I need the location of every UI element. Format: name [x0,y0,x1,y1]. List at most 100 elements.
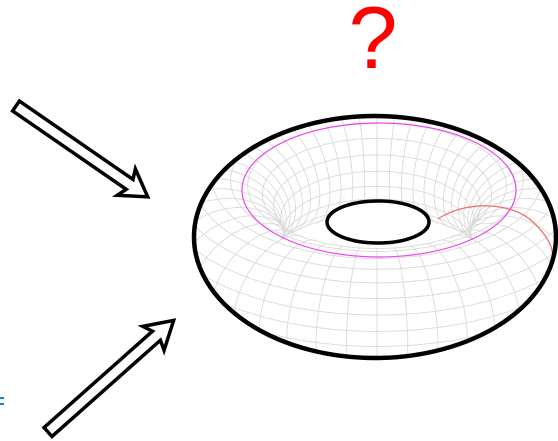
mesh-line-2240 [478,185,483,190]
mesh-line-3440 [231,168,234,172]
mesh-line-470 [462,362,463,364]
mesh-line-1321 [260,163,265,168]
mesh-line-1424 [300,189,302,194]
mesh-line-2179 [512,150,517,154]
mesh-line-3997 [281,208,283,211]
mesh-line-4542 [530,328,537,332]
mesh-line-804 [268,359,270,360]
mesh-line-4015 [306,184,310,187]
mesh-line-760 [289,357,291,358]
mesh-line-488 [434,307,436,312]
mesh-line-4540 [541,322,548,327]
mesh-line-3026 [251,244,257,248]
mesh-line-2683 [307,292,315,295]
mesh-line-3829 [430,144,435,147]
mesh-line-2542 [456,306,464,309]
mesh-line-2576 [222,284,229,289]
mesh-line-2117 [550,136,554,139]
mesh-line-1235 [269,192,273,196]
mesh-line-1048 [166,298,168,301]
mesh-line-3647 [271,147,275,150]
mesh-line-902 [218,338,222,341]
mesh-line-1136 [248,193,253,196]
mesh-line-2921 [460,97,466,98]
mesh-line-2939 [546,133,551,138]
mesh-line-2844 [200,231,204,235]
mesh-line-4512 [202,328,208,332]
mesh-line-3975 [477,193,479,196]
mesh-line-3824 [413,140,418,143]
mesh-line-3638 [254,163,257,166]
mesh-line-2538 [483,299,491,303]
mesh-line-3797 [316,145,320,148]
mesh-line-2481 [168,268,172,271]
mesh-line-4395 [462,232,466,235]
mesh-line-418 [481,361,483,362]
mesh-line-3692 [441,130,446,133]
mesh-line-3456 [260,134,265,138]
mesh-line-3065 [209,140,214,144]
mesh-line-1272 [243,164,249,168]
mesh-line-2983 [488,248,494,252]
mesh-line-4006 [290,195,293,198]
mesh-line-1698 [360,126,362,131]
mesh-line-3547 [488,214,492,218]
mesh-line-3914 [313,163,317,166]
mesh-line-3870 [475,217,478,221]
mesh-line-974 [196,236,201,241]
mesh-line-957 [191,309,192,312]
mesh-line-3952 [434,162,438,165]
mesh-line-2665 [432,293,440,296]
mesh-line-3612 [262,214,266,218]
mesh-line-3785 [283,159,287,163]
mesh-line-2177 [520,148,526,151]
mesh-line-2288 [490,183,495,188]
mesh-line-967 [179,260,181,264]
mesh-line-1142 [269,205,273,210]
mesh-line-1115 [161,208,164,211]
mesh-line-1249 [157,177,159,180]
mesh-line-638 [349,285,351,290]
mesh-line-3067 [215,135,219,139]
mesh-line-1087 [247,200,253,203]
mesh-line-4515 [189,320,193,323]
mesh-line-3781 [275,165,278,169]
mesh-line-1067 [167,221,170,224]
mesh-line-3074 [239,119,244,122]
mesh-line-2587 [174,254,177,257]
mesh-line-1282 [276,191,280,196]
mesh-line-1028 [207,212,213,215]
mesh-line-2530 [531,282,537,286]
mesh-line-2693 [246,276,253,280]
mesh-line-2362 [294,338,302,341]
mesh-line-390 [490,304,493,309]
mesh-line-3357 [498,217,502,221]
mesh-line-4282 [303,221,307,224]
mesh-line-1785 [398,99,399,101]
mesh-line-3949 [425,160,429,163]
mesh-line-908 [211,322,213,327]
mesh-line-3210 [299,248,305,251]
mesh-line-2655 [496,278,503,282]
mesh-line-3079 [261,110,266,112]
mesh-line-931 [228,234,233,238]
mesh-line-4541 [536,325,542,329]
mesh-line-930 [224,236,229,240]
mesh-line-1563 [325,165,328,170]
mesh-line-1636 [329,93,330,94]
mesh-line-2197 [463,203,466,208]
mesh-line-302 [520,257,525,262]
mesh-line-2901 [332,90,338,91]
mesh-line-903 [216,336,220,339]
mesh-line-934 [238,228,243,231]
mesh-line-757 [293,364,294,365]
mesh-line-4494 [311,364,318,365]
mesh-line-1108 [146,230,147,233]
mesh-line-1612 [339,170,341,175]
mesh-line-3740 [474,221,477,224]
mesh-line-1587 [304,96,306,97]
mesh-line-706 [322,372,323,373]
mesh-line-4404 [496,354,503,358]
mesh-line-3120 [488,110,493,112]
mesh-line-741 [308,256,311,260]
